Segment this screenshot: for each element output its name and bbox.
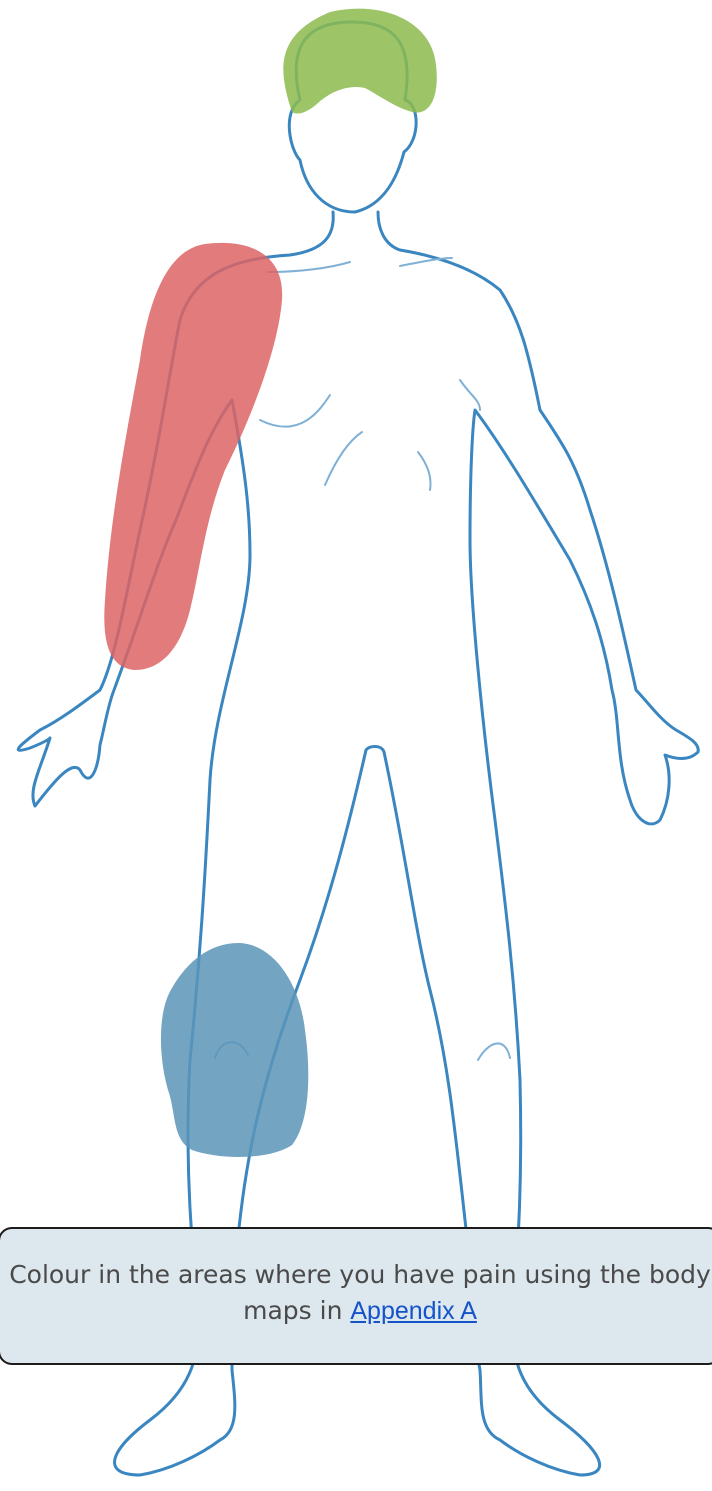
abdomen-line <box>325 432 362 485</box>
chest-line <box>260 395 330 427</box>
pain-area-head[interactable] <box>283 9 436 114</box>
abdomen-line <box>418 452 431 490</box>
knee-line <box>478 1043 510 1060</box>
collarbone-line <box>268 262 350 272</box>
instruction-note: Colour in the areas where you have pain … <box>0 1227 712 1365</box>
pain-area-left-knee[interactable] <box>161 943 308 1157</box>
pain-area-right-arm[interactable] <box>104 243 282 670</box>
chest-line <box>460 380 480 410</box>
appendix-a-link[interactable]: Appendix A <box>350 1297 477 1325</box>
